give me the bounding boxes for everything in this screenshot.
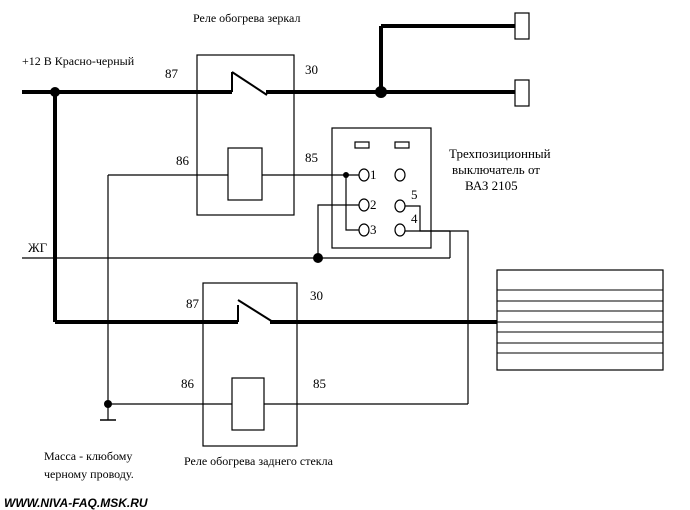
mirror-connector-bottom (514, 79, 530, 107)
rear-window-heater (496, 269, 664, 371)
ground-note-line-1: Масса - клюбому (44, 449, 132, 463)
mirror-pin-30: 30 (305, 62, 318, 77)
rear-relay-contact (237, 299, 274, 323)
junction-dot (104, 400, 112, 408)
mirror-relay-title: Реле обогрева зеркал (193, 11, 300, 25)
rear-pin-86: 86 (181, 376, 195, 391)
junction-dot (50, 87, 60, 97)
mirror-pin-87: 87 (165, 66, 179, 81)
switch-title-line-1: Трехпозиционный (449, 146, 551, 161)
switch-pin-2 (358, 198, 370, 212)
pin5-wire (405, 205, 469, 404)
switch-pin-1 (358, 168, 370, 182)
mirror-relay-coil (227, 147, 263, 201)
switch-pin-label-3: 3 (370, 222, 377, 237)
switch-tab-left (354, 141, 370, 149)
switch-pin-label-5: 5 (411, 187, 418, 202)
switch-pin-3 (358, 223, 370, 237)
ground-note-line-2: черному проводу. (44, 467, 134, 481)
switch-title-line-3: ВАЗ 2105 (465, 178, 518, 193)
mirror-connector-top (514, 12, 530, 40)
switch-tab-right (394, 141, 410, 149)
rear-relay-coil (231, 377, 265, 431)
switch-body (331, 127, 432, 249)
mirror-relay-box (196, 54, 295, 216)
rear-pin-85: 85 (313, 376, 326, 391)
rear-pin-30: 30 (310, 288, 323, 303)
zhg-label: ЖГ (28, 240, 48, 255)
rear-pin-87: 87 (186, 296, 200, 311)
switch-pin-5 (394, 199, 406, 213)
junction-dot (375, 86, 387, 98)
footer-url: WWW.NIVA-FAQ.MSK.RU (4, 496, 148, 510)
junction-dot (313, 253, 323, 263)
switch-pin-label-4: 4 (411, 211, 418, 226)
switch-pin-label-1: 1 (370, 167, 377, 182)
rear-relay-box (202, 282, 298, 447)
pin2-wire (317, 204, 365, 258)
power-feed-label: +12 В Красно-черный (22, 54, 135, 68)
mirror-relay-contact (231, 71, 268, 96)
mirror-pin-86: 86 (176, 153, 190, 168)
pin1-pin3-jumper (345, 175, 364, 231)
switch-pin-label-2: 2 (370, 197, 377, 212)
switch-pin-top-right (394, 168, 406, 182)
switch-pin-4 (394, 223, 406, 237)
mirror-pin-85: 85 (305, 150, 318, 165)
rear-relay-title: Реле обогрева заднего стекла (184, 454, 334, 468)
junction-dot (343, 172, 349, 178)
switch-title-line-2: выключатель от (452, 162, 540, 177)
